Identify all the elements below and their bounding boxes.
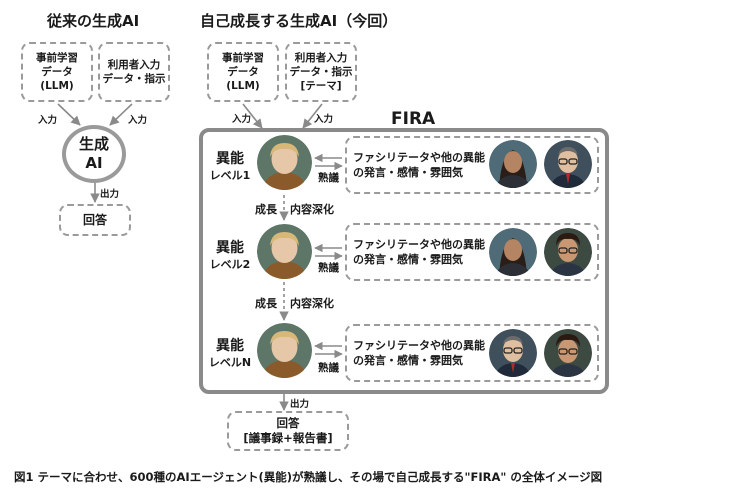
right-output-label: 出力 (290, 399, 310, 410)
feedback2-woman-avatar-icon (489, 228, 537, 276)
right-answer-line1: 回答 (276, 416, 300, 431)
left-pretrain-line2: データ (41, 65, 73, 78)
right-user-input-line3: [テーマ] (300, 80, 342, 93)
left-input-label-2: 入力 (128, 115, 148, 126)
left-input-label-1: 入力 (38, 115, 58, 126)
left-genai-circle: 生成 AI (62, 125, 126, 183)
feedback3-line1: ファシリテータや他の異能 (353, 338, 485, 352)
growth1-label-b: 内容深化 (290, 203, 334, 216)
feedback1-woman-avatar-icon (489, 140, 537, 188)
right-answer-line2: [議事録+報告書] (243, 431, 333, 445)
right-pretrain-box: 事前学習 データ (LLM) (207, 42, 279, 102)
feedback2-line2: の発言・感情・雰囲気 (353, 253, 463, 266)
right-input-label-2: 入力 (314, 114, 334, 125)
right-answer-box: 回答 [議事録+報告書] (227, 411, 349, 451)
level2-title: 異能 (216, 240, 244, 256)
right-pretrain-line1: 事前学習 (222, 51, 264, 64)
feedback3-line2: の発言・感情・雰囲気 (353, 354, 463, 367)
right-user-input-line2: データ・指示 (289, 65, 353, 78)
levelN-avatar-icon (257, 323, 312, 378)
feedback1-man-glasses-avatar-icon (544, 140, 592, 188)
fira-frame (199, 128, 609, 394)
levelN-sub: レベルN (208, 356, 252, 369)
arrow-left-input-2 (109, 103, 133, 126)
left-pretrain-line3: (LLM) (40, 80, 74, 93)
growth2-label-b: 内容深化 (290, 297, 334, 310)
left-heading: 従来の生成AI (47, 12, 140, 30)
figure-caption: 図1 テーマに合わせ、600種のAIエージェント(異能)が熟議し、その場で自己成… (14, 470, 603, 484)
debate-label-3: 熟議 (318, 362, 339, 374)
right-user-input-line1: 利用者入力 (294, 51, 348, 64)
debate-label-1: 熟議 (318, 172, 339, 184)
right-input-label-1: 入力 (232, 114, 252, 125)
level2-avatar-icon (257, 224, 312, 279)
arrow-left-input-1 (57, 103, 81, 126)
feedback2-line1: ファシリテータや他の異能 (353, 237, 485, 251)
right-pretrain-line2: データ (227, 65, 259, 78)
fira-title: FIRA (391, 109, 436, 129)
level2-sub: レベル2 (209, 258, 251, 271)
left-user-input-line1: 利用者入力 (107, 58, 161, 71)
growth1-label-a: 成長 (255, 203, 277, 216)
feedback3-man-curly-avatar-icon (544, 329, 592, 377)
feedback2-man-curly-avatar-icon (544, 228, 592, 276)
feedback1-line1: ファシリテータや他の異能 (353, 150, 485, 164)
feedback3-man-glasses-avatar-icon (489, 329, 537, 377)
left-pretrain-line1: 事前学習 (36, 51, 78, 64)
growth2-label-a: 成長 (255, 297, 277, 310)
left-user-input-line2: データ・指示 (102, 73, 166, 85)
right-user-input-box: 利用者入力 データ・指示 [テーマ] (285, 42, 357, 102)
left-genai-line1: 生成 (78, 135, 109, 154)
left-answer-box: 回答 (59, 204, 131, 236)
level1-avatar-icon (257, 135, 312, 190)
arrow-right-input-1 (242, 103, 263, 129)
level1-title: 異能 (216, 151, 244, 167)
left-output-label: 出力 (100, 189, 120, 200)
right-pretrain-line3: (LLM) (226, 80, 260, 93)
right-heading: 自己成長する生成AI（今回） (200, 12, 398, 30)
arrow-right-input-2 (302, 103, 323, 129)
level1-sub: レベル1 (209, 169, 251, 182)
left-pretrain-box: 事前学習 データ (LLM) (21, 42, 93, 102)
debate-label-2: 熟議 (318, 262, 339, 274)
left-genai-line2: AI (85, 154, 103, 172)
left-user-input-box: 利用者入力 データ・指示 (98, 42, 170, 102)
feedback1-line2: の発言・感情・雰囲気 (353, 166, 463, 179)
levelN-title: 異能 (216, 338, 244, 354)
